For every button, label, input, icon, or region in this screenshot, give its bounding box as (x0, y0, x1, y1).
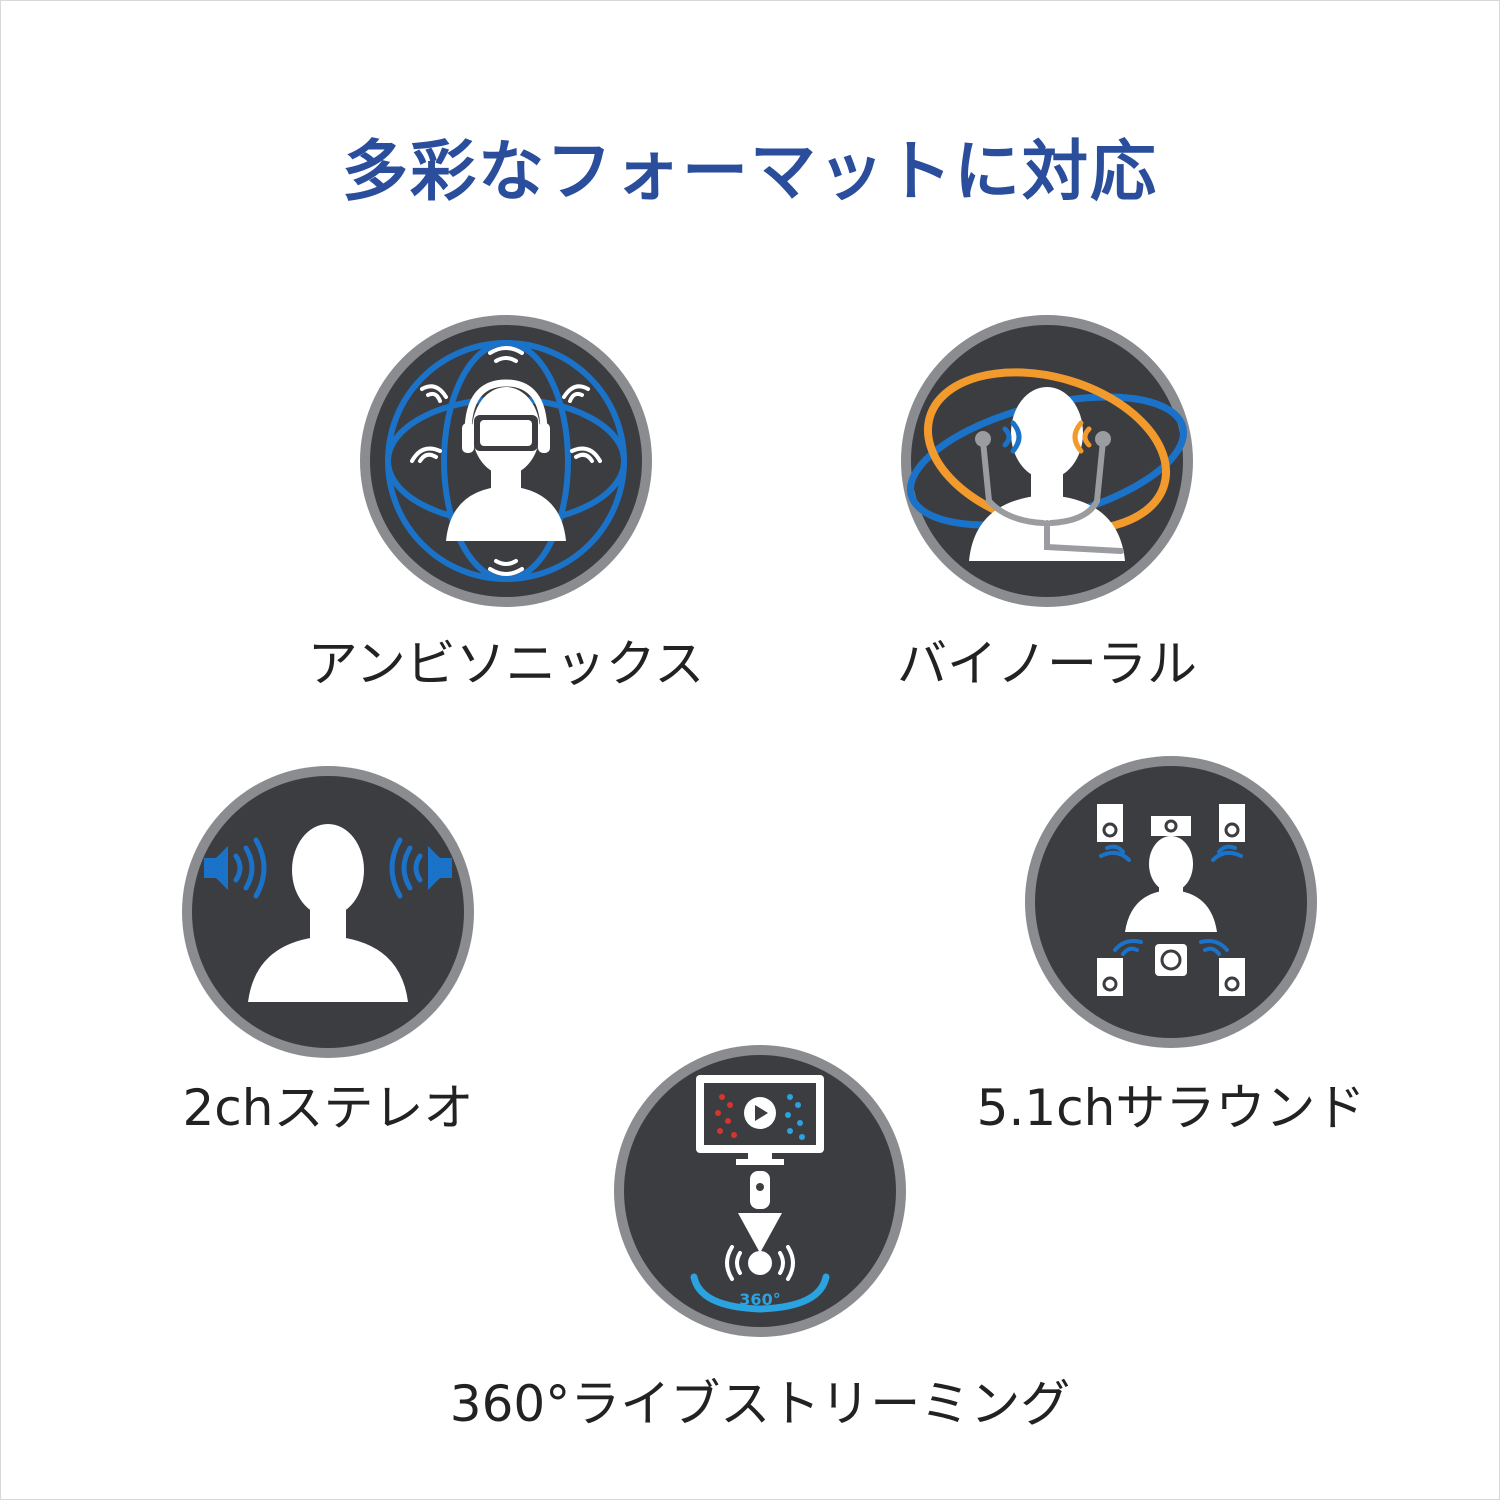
surround-speakers-icon (1025, 756, 1317, 1048)
stereo-badge (178, 762, 478, 1062)
ambisonics-label: アンビソニックス (307, 635, 705, 693)
binaural-earphones-icon (901, 315, 1193, 607)
stereo-speakers-icon (182, 766, 474, 1058)
live-stream-badge: 360° (610, 1041, 910, 1341)
page-title: 多彩なフォーマットに対応 (342, 133, 1158, 210)
surround-badge (1021, 752, 1321, 1052)
ring-360-text: 360° (739, 1290, 780, 1309)
surround-label: 5.1chサラウンド (976, 1079, 1366, 1137)
binaural-label: バイノーラル (897, 635, 1197, 693)
binaural-badge (897, 311, 1197, 611)
live-stream-label: 360°ライブストリーミング (449, 1375, 1071, 1433)
vr-headset-globe-icon (360, 315, 652, 607)
stereo-label: 2chステレオ (182, 1079, 474, 1137)
live-stream-360-icon: 360° (614, 1045, 906, 1337)
ambisonics-badge (356, 311, 656, 611)
